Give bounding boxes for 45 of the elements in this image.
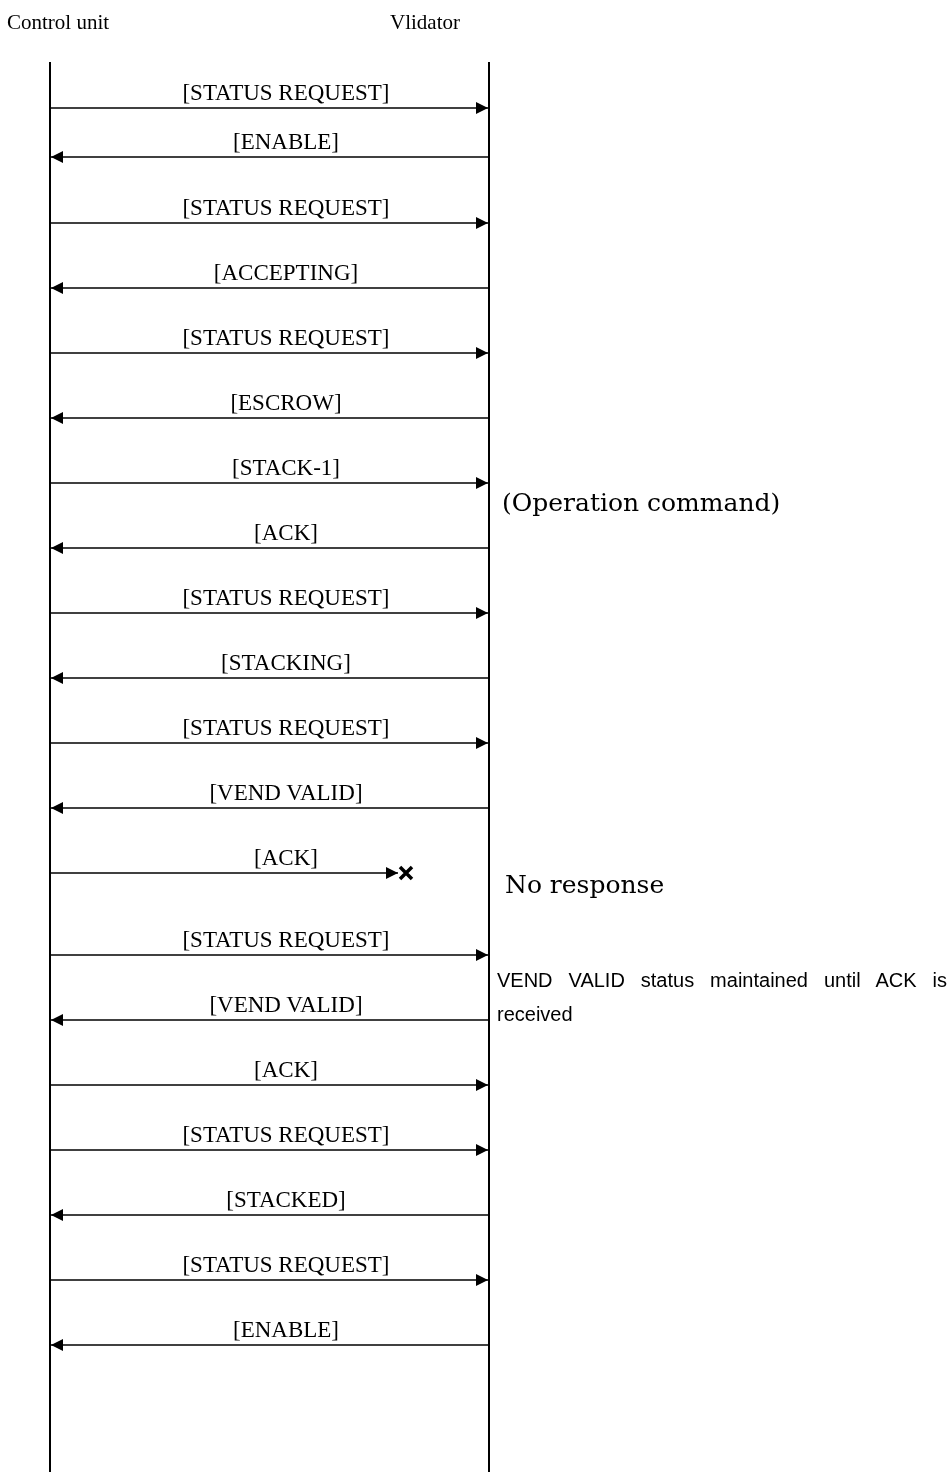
message-arrow	[50, 477, 489, 489]
note-text: (Operation command)	[502, 488, 782, 517]
lifeline-label: Control unit	[7, 10, 110, 35]
message-arrow	[50, 1339, 489, 1351]
message-arrow	[50, 217, 489, 229]
message-label: [STATUS REQUEST]	[182, 716, 390, 739]
message-arrow	[50, 1209, 489, 1221]
message-label: [STACKED]	[226, 1188, 346, 1211]
message-label: [ACK]	[254, 846, 318, 869]
message-label: [STATUS REQUEST]	[182, 586, 390, 609]
message-arrow	[50, 1014, 489, 1026]
note-text: No response	[505, 870, 666, 899]
message-arrow	[50, 1274, 489, 1286]
message-arrow	[50, 151, 489, 163]
message-label: [STATUS REQUEST]	[182, 1253, 390, 1276]
message-label: [ENABLE]	[233, 1318, 339, 1341]
message-label: [ACK]	[254, 521, 318, 544]
message-label: [ACCEPTING]	[213, 261, 359, 284]
message-label: [STATUS REQUEST]	[182, 928, 390, 951]
message-arrow	[50, 347, 489, 359]
message-label: [STATUS REQUEST]	[182, 196, 390, 219]
message-label: [STACK-1]	[232, 456, 340, 479]
message-label: [ESCROW]	[230, 391, 342, 414]
message-arrow	[50, 672, 489, 684]
message-arrow	[50, 282, 489, 294]
message-arrow	[50, 1079, 489, 1091]
message-label: [STATUS REQUEST]	[182, 326, 390, 349]
message-arrow	[50, 542, 489, 554]
message-label: [STACKING]	[221, 651, 351, 674]
message-arrow	[50, 949, 489, 961]
message-label: [ENABLE]	[233, 130, 339, 153]
message-label: [VEND VALID]	[209, 993, 363, 1016]
message-arrow	[50, 737, 489, 749]
note-text: VEND VALID status maintained until ACK is received	[497, 968, 947, 1027]
message-label: [ACK]	[254, 1058, 318, 1081]
message-label: [STATUS REQUEST]	[182, 1123, 390, 1146]
message-arrow	[50, 412, 489, 424]
message-arrow	[50, 102, 489, 114]
message-arrow	[50, 867, 399, 879]
message-arrow	[50, 607, 489, 619]
message-label: [STATUS REQUEST]	[182, 81, 390, 104]
message-label: [VEND VALID]	[209, 781, 363, 804]
message-arrow	[50, 802, 489, 814]
message-arrow	[50, 1144, 489, 1156]
lifeline-label: Vlidator	[390, 10, 460, 35]
